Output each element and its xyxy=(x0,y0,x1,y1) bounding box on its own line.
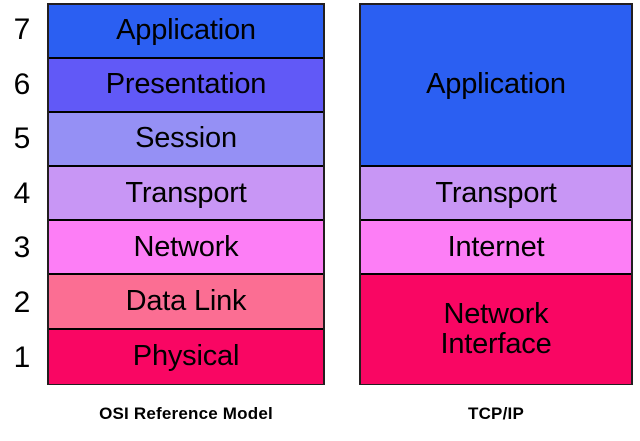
osi-layer-number-4: 4 xyxy=(13,176,31,210)
osi-layer-presentation-label: Presentation xyxy=(105,68,267,101)
tcpip-layer-transport[interactable]: Transport xyxy=(361,167,631,222)
osi-layer-number-6: 6 xyxy=(13,67,31,101)
osi-layer-transport[interactable]: Transport xyxy=(49,167,323,222)
osi-layer-number-1: 1 xyxy=(13,340,31,374)
osi-stack-caption: OSI Reference Model xyxy=(99,404,273,423)
osi-layer-number-column: 7 6 5 4 3 2 1 xyxy=(0,3,44,385)
osi-layer-number-2: 2 xyxy=(13,286,31,319)
tcpip-layer-network-interface[interactable]: Network Interface xyxy=(361,275,631,384)
osi-reference-model-stack: Application Presentation Session Transpo… xyxy=(47,3,325,385)
osi-layer-presentation[interactable]: Presentation xyxy=(49,59,323,114)
osi-layer-session[interactable]: Session xyxy=(49,113,323,168)
osi-layer-network[interactable]: Network xyxy=(49,221,323,276)
osi-layer-number-5: 5 xyxy=(13,122,31,156)
tcpip-model-stack: Application Transport Internet Network I… xyxy=(359,3,633,385)
osi-layer-number-7: 7 xyxy=(13,13,31,46)
tcpip-stack-caption: TCP/IP xyxy=(468,404,524,423)
osi-layer-application-label: Application xyxy=(116,14,256,47)
osi-layer-data-link[interactable]: Data Link xyxy=(49,275,323,330)
tcpip-layer-application-label: Application xyxy=(426,68,566,101)
osi-layer-network-label: Network xyxy=(133,230,239,263)
tcpip-layer-internet-label: Internet xyxy=(447,230,545,263)
osi-layer-application[interactable]: Application xyxy=(49,5,323,60)
osi-layer-session-label: Session xyxy=(135,122,237,155)
osi-layer-physical-label: Physical xyxy=(132,339,240,372)
osi-layer-physical[interactable]: Physical xyxy=(49,329,323,384)
tcpip-layer-application[interactable]: Application xyxy=(361,5,631,168)
osi-layer-number-3: 3 xyxy=(13,231,31,265)
tcpip-layer-network-interface-label: Network Interface xyxy=(440,298,552,360)
osi-layer-data-link-label: Data Link xyxy=(125,284,247,317)
osi-layer-transport-label: Transport xyxy=(125,176,247,209)
tcpip-layer-internet[interactable]: Internet xyxy=(361,221,631,276)
tcpip-layer-transport-label: Transport xyxy=(435,176,557,209)
